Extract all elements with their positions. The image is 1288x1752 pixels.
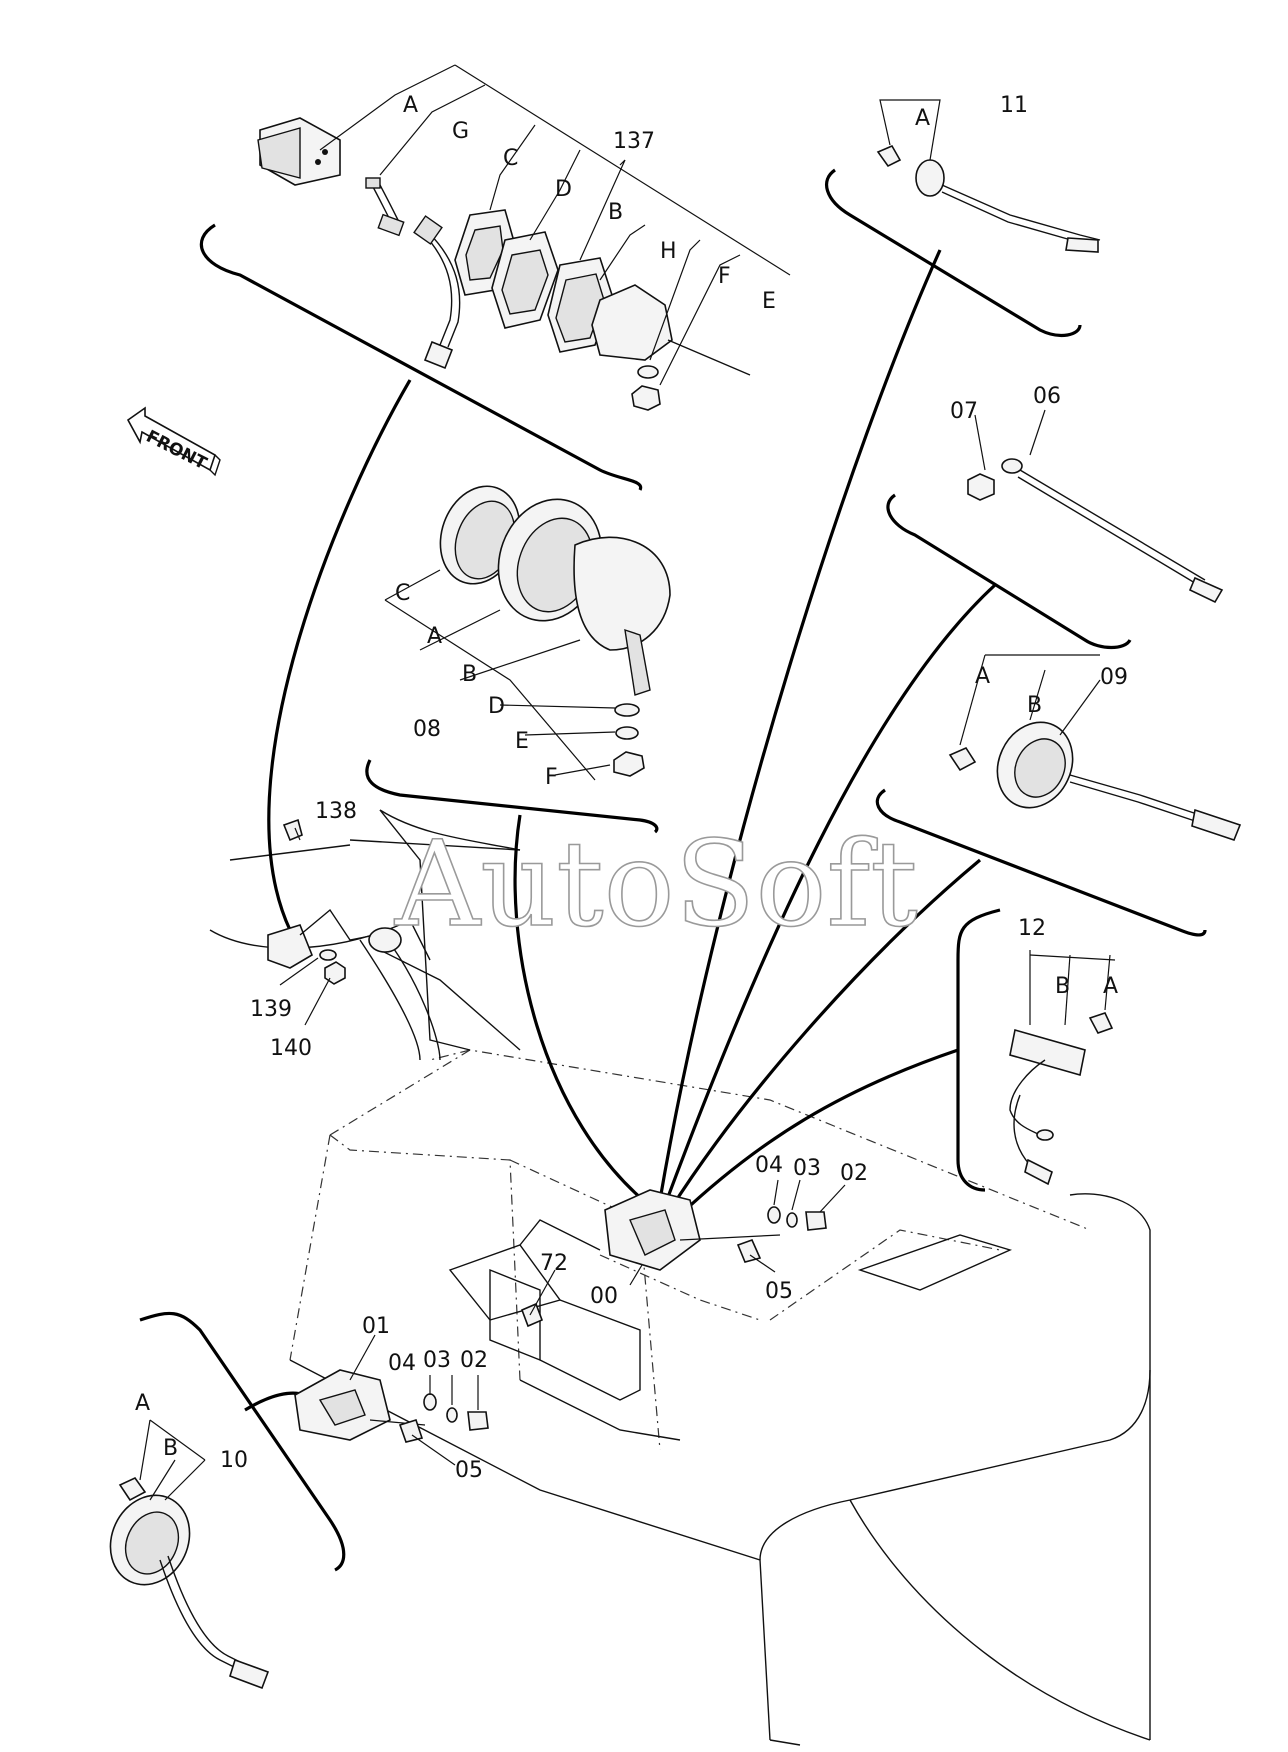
machine-body-outline — [289, 1049, 1091, 1451]
label-09-b: B — [1027, 693, 1042, 718]
nut-e — [631, 385, 661, 411]
label-138: 138 — [315, 799, 357, 824]
watermark: AutoSoft — [394, 815, 918, 953]
label-12-a: A — [1103, 974, 1118, 999]
label-left-03: 03 — [423, 1348, 451, 1373]
label-11-num: 11 — [1000, 93, 1028, 118]
lamp-housing-a — [257, 117, 341, 186]
label-137-g: G — [452, 119, 469, 144]
label-06: 06 — [1033, 384, 1061, 409]
part-138-140-group — [267, 818, 521, 1051]
label-10-a: A — [135, 1391, 150, 1416]
bulb-a — [948, 746, 977, 772]
part-11-lamp — [876, 144, 1101, 253]
washer-e — [615, 726, 639, 740]
left-hardware — [398, 1393, 489, 1443]
part-06-wire — [1001, 458, 1224, 604]
part-137-assembly — [257, 117, 751, 411]
part-labels: A G C 137 D B H F E A 11 06 07 C A B D 0… — [135, 93, 1128, 1483]
part-00-bracket — [604, 1189, 781, 1271]
label-137-num: 137 — [613, 129, 655, 154]
bulb-a — [118, 1476, 147, 1502]
label-08-d: D — [488, 694, 505, 719]
label-left-04: 04 — [388, 1351, 416, 1376]
socket-11 — [915, 159, 945, 197]
body-b — [573, 536, 671, 651]
part-12-lamp — [1009, 1012, 1114, 1186]
label-08-f: F — [545, 765, 558, 790]
bulb-a — [1088, 1012, 1114, 1034]
label-139: 139 — [250, 997, 292, 1022]
bulb-a — [876, 144, 902, 168]
part-08-headlamp — [439, 485, 671, 777]
part-10-lamp — [109, 1476, 270, 1690]
label-08-b: B — [462, 662, 477, 687]
right-hardware — [736, 1206, 827, 1263]
label-137-c: C — [503, 146, 518, 171]
label-137-h: H — [660, 239, 677, 264]
label-10-b: B — [163, 1436, 178, 1461]
label-left-02: 02 — [460, 1348, 488, 1373]
label-08-num: 08 — [413, 717, 441, 742]
label-08-a: A — [427, 624, 442, 649]
label-08-e: E — [515, 729, 529, 754]
label-01: 01 — [362, 1314, 390, 1339]
label-right-04: 04 — [755, 1153, 783, 1178]
label-09-num: 09 — [1100, 665, 1128, 690]
label-12-b: B — [1055, 974, 1070, 999]
washer-d — [614, 703, 640, 717]
label-left-05: 05 — [455, 1458, 483, 1483]
label-08-c: C — [395, 581, 410, 606]
lamp-body-h — [591, 284, 751, 376]
label-11-a: A — [915, 106, 930, 131]
label-00: 00 — [590, 1284, 618, 1309]
wire-harness-g — [365, 177, 461, 370]
callout-brackets — [139, 168, 1207, 1572]
leader-lines — [139, 64, 1116, 1501]
label-right-05: 05 — [765, 1279, 793, 1304]
label-right-02: 02 — [840, 1161, 868, 1186]
label-right-03: 03 — [793, 1156, 821, 1181]
label-12-num: 12 — [1018, 916, 1046, 941]
nut-f — [613, 751, 645, 777]
label-07: 07 — [950, 399, 978, 424]
machine-body — [209, 809, 1151, 1746]
label-137-a: A — [403, 93, 418, 118]
washer-139 — [319, 949, 337, 961]
label-140: 140 — [270, 1036, 312, 1061]
part-09-lamp — [948, 721, 1242, 841]
lens-frame-d — [491, 231, 559, 329]
washer-f — [637, 365, 659, 379]
connection-lines — [244, 249, 997, 1412]
label-72: 72 — [540, 1251, 568, 1276]
label-137-e: E — [762, 289, 776, 314]
label-137-b: B — [608, 200, 623, 225]
front-arrow-icon: FRONT — [126, 406, 221, 477]
label-137-f: F — [718, 264, 731, 289]
part-72-bolt — [520, 1302, 544, 1328]
part-01-bracket — [294, 1369, 426, 1441]
part-07-nut — [967, 473, 995, 501]
label-137-d: D — [555, 177, 572, 202]
label-10-num: 10 — [220, 1448, 248, 1473]
label-09-a: A — [975, 664, 990, 689]
